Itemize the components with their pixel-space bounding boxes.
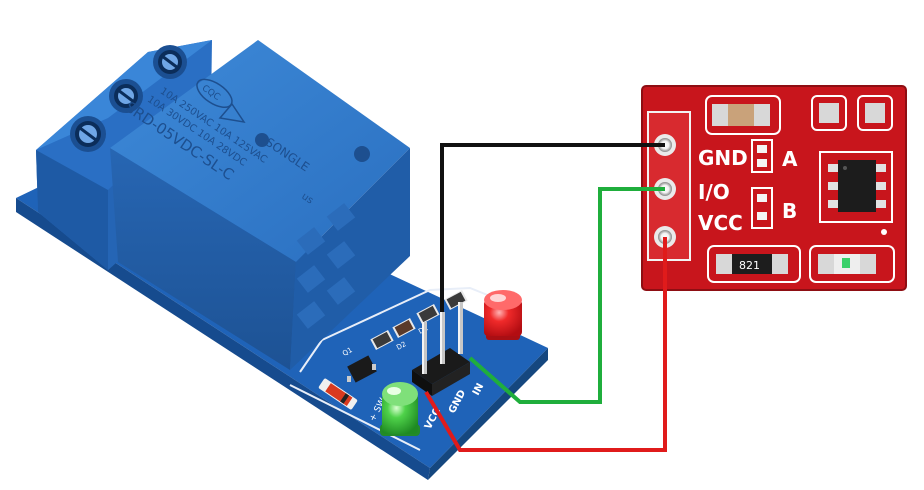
wires	[424, 143, 667, 452]
relay-mark-circle	[255, 133, 269, 147]
screw-terminal-1	[70, 116, 106, 152]
relay-pcb-edge	[16, 198, 430, 480]
sensor-label-gnd: GND	[698, 146, 748, 170]
wire-vcc[interactable]	[424, 237, 667, 452]
relay-body: CQC SONGLE 10A 250VAC 10A 125VAC 10A 30V…	[110, 40, 410, 370]
pin-vcc[interactable]	[422, 322, 427, 374]
silk-q1: Q1	[341, 346, 354, 358]
smd-indicator-led	[809, 245, 895, 283]
sensor-label-io: I/O	[698, 180, 730, 204]
screw-terminal-3	[153, 45, 187, 79]
wire-gnd[interactable]	[440, 143, 665, 312]
jumper-label-a: A	[782, 147, 798, 171]
pin-in[interactable]	[458, 302, 463, 354]
jumper-pad-a[interactable]	[751, 139, 773, 173]
transistor-q1	[347, 355, 377, 383]
pad-top-2	[857, 95, 893, 131]
touch-sensor-module: GND I/O VCC A B	[641, 85, 907, 291]
red-led	[484, 290, 522, 340]
diode	[318, 378, 358, 410]
pin-gnd[interactable]	[440, 312, 445, 364]
jumper-label-b: B	[782, 199, 797, 223]
ul-mark: us	[299, 191, 315, 207]
wire-io[interactable]	[468, 187, 665, 404]
relay-mark-circle-2	[354, 146, 370, 162]
screw-terminal-2	[109, 79, 143, 113]
warning-triangle-icon	[218, 102, 246, 124]
smd-resistor-821: 821	[707, 245, 801, 283]
pad-top-1	[811, 95, 847, 131]
pin1-dot	[881, 229, 887, 235]
touch-ic-chip	[819, 151, 893, 223]
resistor-code: 821	[739, 259, 760, 272]
relay-module: CQC SONGLE 10A 250VAC 10A 125VAC 10A 30V…	[16, 40, 548, 480]
jumper-pad-b[interactable]	[751, 187, 773, 229]
sensor-pcb	[642, 86, 906, 290]
silk-d2: D2	[395, 340, 407, 352]
smd-capacitor	[705, 95, 781, 135]
pin-label-in: IN	[471, 382, 486, 398]
silk-outline-2	[289, 384, 421, 451]
sensor-label-vcc: VCC	[698, 211, 743, 235]
silk-outline	[299, 286, 501, 373]
green-led	[380, 382, 420, 436]
